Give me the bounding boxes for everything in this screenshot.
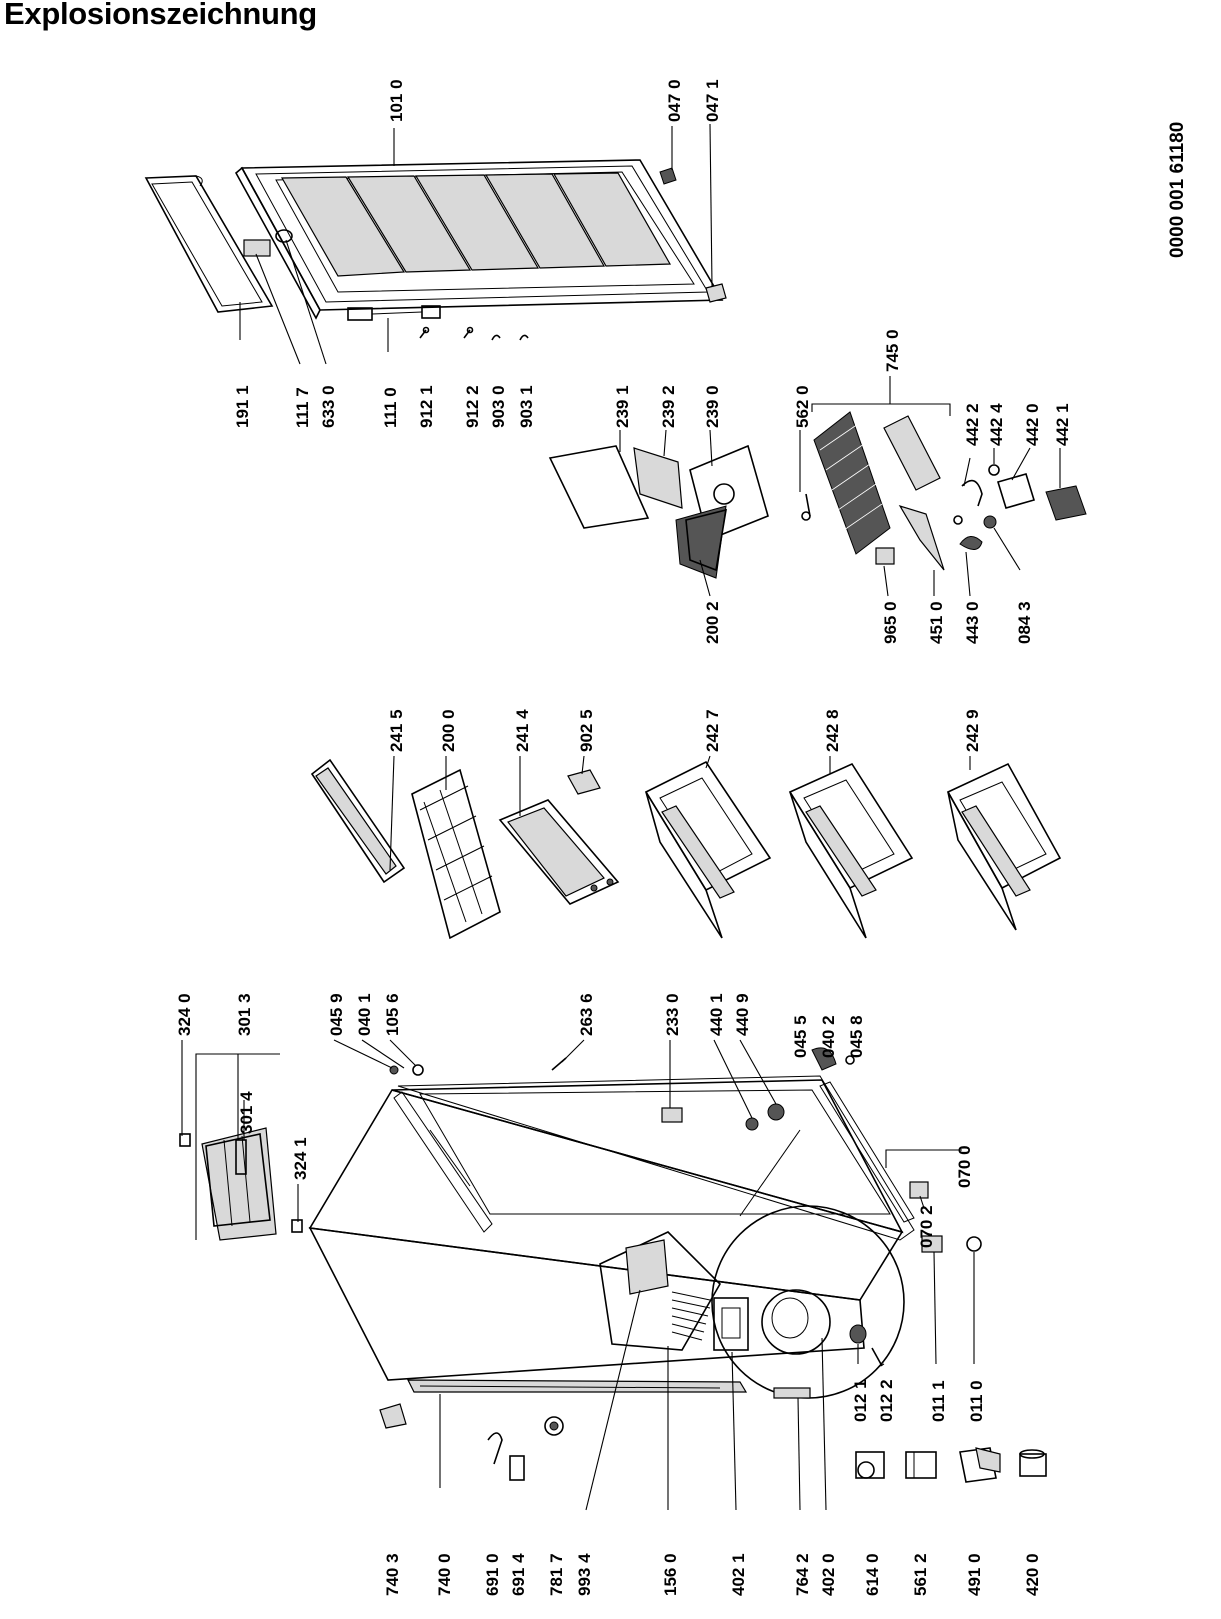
part-label-045-8: 045 8 xyxy=(847,1015,866,1058)
part-label-912-1: 912 1 xyxy=(417,385,436,428)
grid-shelf-200-0-drawing xyxy=(411,768,501,940)
part-label-233-0: 233 0 xyxy=(663,993,682,1036)
part-label-040-1: 040 1 xyxy=(355,993,374,1036)
drawer-242-8-drawing xyxy=(788,762,914,939)
part-label-903-1: 903 1 xyxy=(517,385,536,428)
evaporator-745-0-drawing xyxy=(801,411,941,555)
part-label-561-2: 561 2 xyxy=(911,1553,930,1596)
part-label-084-3: 084 3 xyxy=(1015,601,1034,644)
clip-902-5-drawing xyxy=(567,769,601,795)
part-label-442-4: 442 4 xyxy=(987,403,1006,446)
part-label-402-0: 402 0 xyxy=(819,1553,838,1596)
part-label-242-9: 242 9 xyxy=(963,709,982,752)
drawer-242-9-drawing xyxy=(946,762,1062,931)
part-label-740-3: 740 3 xyxy=(383,1553,402,1596)
control-panel-239-drawing xyxy=(548,444,769,579)
part-label-239-2: 239 2 xyxy=(659,385,678,428)
part-label-442-2: 442 2 xyxy=(963,403,982,446)
part-label-691-4: 691 4 xyxy=(509,1553,528,1596)
part-label-745-0: 745 0 xyxy=(883,329,902,372)
part-label-111-0: 111 0 xyxy=(381,387,400,428)
drawer-241-4-drawing xyxy=(498,799,620,905)
part-label-562-0: 562 0 xyxy=(793,385,812,428)
part-label-633-0: 633 0 xyxy=(319,385,338,428)
part-label-263-6: 263 6 xyxy=(577,993,596,1036)
part-label-239-1: 239 1 xyxy=(613,385,632,428)
part-label-239-0: 239 0 xyxy=(703,385,722,428)
part-label-047-0: 047 0 xyxy=(665,79,684,122)
part-label-070-2: 070 2 xyxy=(917,1205,936,1248)
part-label-740-0: 740 0 xyxy=(435,1553,454,1596)
part-label-012-1: 012 1 xyxy=(851,1379,870,1422)
part-label-301-3: 301 3 xyxy=(235,993,254,1036)
part-label-301-4: 301 4 xyxy=(237,1091,256,1134)
door-gasket-drawing xyxy=(144,175,274,313)
part-label-012-2: 012 2 xyxy=(877,1379,896,1422)
document-number: 0000 001 61180 xyxy=(1167,122,1188,258)
part-label-443-0: 443 0 xyxy=(963,601,982,644)
part-label-242-7: 242 7 xyxy=(703,709,722,752)
part-label-241-4: 241 4 xyxy=(513,709,532,752)
part-label-105-6: 105 6 xyxy=(383,993,402,1036)
drawer-241-5-drawing xyxy=(310,758,406,884)
door-drawing xyxy=(234,159,724,320)
part-label-764-2: 764 2 xyxy=(793,1553,812,1596)
part-label-070-0: 070 0 xyxy=(955,1145,974,1188)
part-label-451-0: 451 0 xyxy=(927,601,946,644)
part-label-402-1: 402 1 xyxy=(729,1553,748,1596)
part-label-200-2: 200 2 xyxy=(703,601,722,644)
part-label-200-0: 200 0 xyxy=(439,709,458,752)
drawer-242-7-drawing xyxy=(644,760,772,939)
part-label-442-0: 442 0 xyxy=(1023,403,1042,446)
part-label-241-5: 241 5 xyxy=(387,709,406,752)
part-label-420-0: 420 0 xyxy=(1023,1553,1042,1596)
part-label-440-9: 440 9 xyxy=(733,993,752,1036)
part-label-912-2: 912 2 xyxy=(463,385,482,428)
part-label-781-7: 781 7 xyxy=(547,1553,566,1596)
page-title: Explosionszeichnung xyxy=(4,0,317,31)
part-label-324-1: 324 1 xyxy=(291,1137,310,1180)
part-label-045-5: 045 5 xyxy=(791,1015,810,1058)
part-label-903-0: 903 0 xyxy=(489,385,508,428)
cabinet-top-rail-drawing xyxy=(179,1127,303,1241)
part-label-242-8: 242 8 xyxy=(823,709,842,752)
part-label-156-0: 156 0 xyxy=(661,1553,680,1596)
part-label-111-7: 111 7 xyxy=(293,387,312,428)
part-label-047-1: 047 1 xyxy=(703,79,722,122)
part-label-614-0: 614 0 xyxy=(863,1553,882,1596)
part-label-324-0: 324 0 xyxy=(175,993,194,1036)
cabinet-drawing xyxy=(308,1047,982,1399)
part-label-691-0: 691 0 xyxy=(483,1553,502,1596)
part-labels: 0000 001 61180 101 0 047 0 047 1 191 1 1… xyxy=(175,79,1188,1596)
part-label-011-0: 011 0 xyxy=(967,1380,986,1422)
part-label-040-2: 040 2 xyxy=(819,1015,838,1058)
part-label-442-1: 442 1 xyxy=(1053,403,1072,446)
part-label-045-9: 045 9 xyxy=(327,993,346,1036)
part-label-902-5: 902 5 xyxy=(577,709,596,752)
part-label-101-0: 101 0 xyxy=(387,79,406,122)
cabinet-left-parts-drawing xyxy=(379,1387,1047,1483)
part-label-440-1: 440 1 xyxy=(707,993,726,1036)
fan-thermostat-parts-drawing xyxy=(875,464,1087,571)
part-label-011-1: 011 1 xyxy=(929,1380,948,1422)
part-label-491-0: 491 0 xyxy=(965,1553,984,1596)
leader-lines xyxy=(181,123,1061,1511)
part-label-993-4: 993 4 xyxy=(575,1553,594,1596)
part-label-191-1: 191 1 xyxy=(233,385,252,428)
part-label-965-0: 965 0 xyxy=(881,601,900,644)
